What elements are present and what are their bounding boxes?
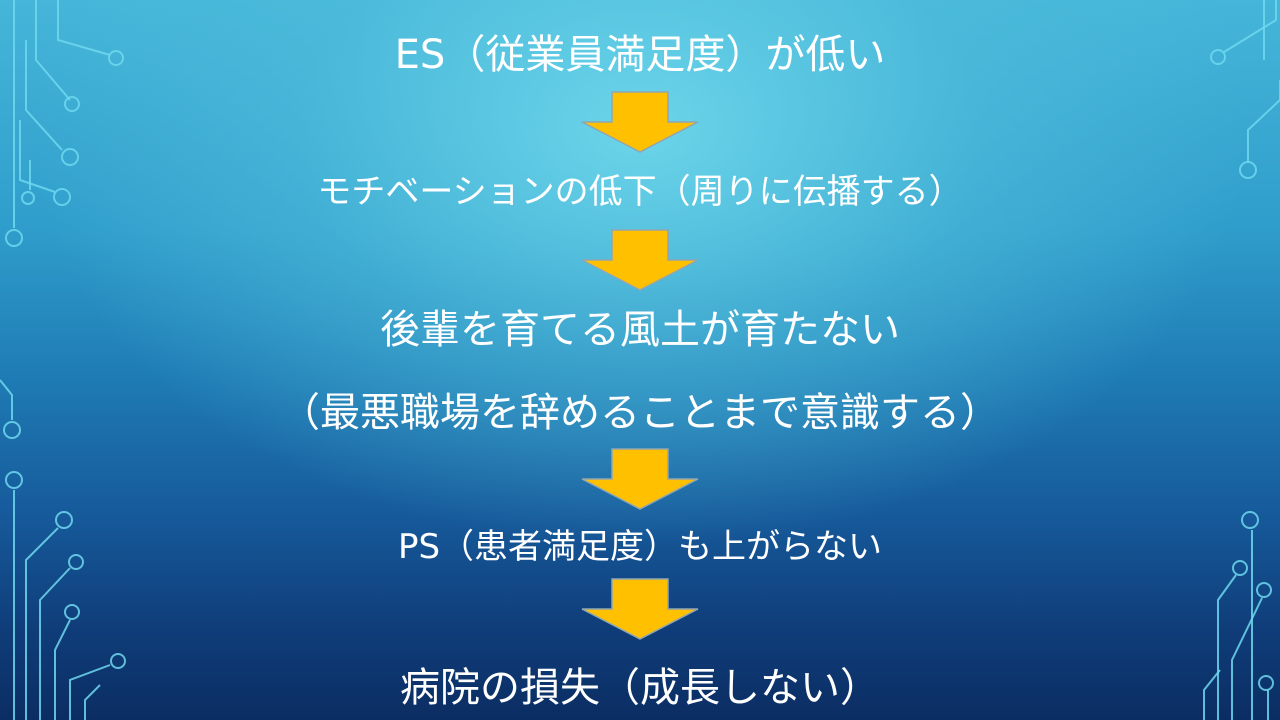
es-low-text: ES（従業員満足度）が低い [394, 32, 886, 78]
quitting-awareness-text: （最悪職場を辞めることまで意識する） [280, 390, 1000, 436]
culture-not-growing-text: 後輩を育てる風土が育たない [380, 307, 900, 353]
ps-not-rising-text: PS（患者満足度）も上がらない [397, 527, 883, 567]
motivation-decline-text: モチベーションの低下（周りに伝播する） [317, 172, 963, 212]
circuit-decoration-left [0, 0, 126, 720]
circuit-decoration-right [1203, 0, 1280, 720]
hospital-loss-text: 病院の損失（成長しない） [400, 665, 880, 711]
down-arrow-icon [581, 91, 699, 153]
down-arrow-icon [581, 448, 699, 510]
down-arrow-icon [581, 229, 699, 291]
down-arrow-icon [581, 578, 699, 640]
